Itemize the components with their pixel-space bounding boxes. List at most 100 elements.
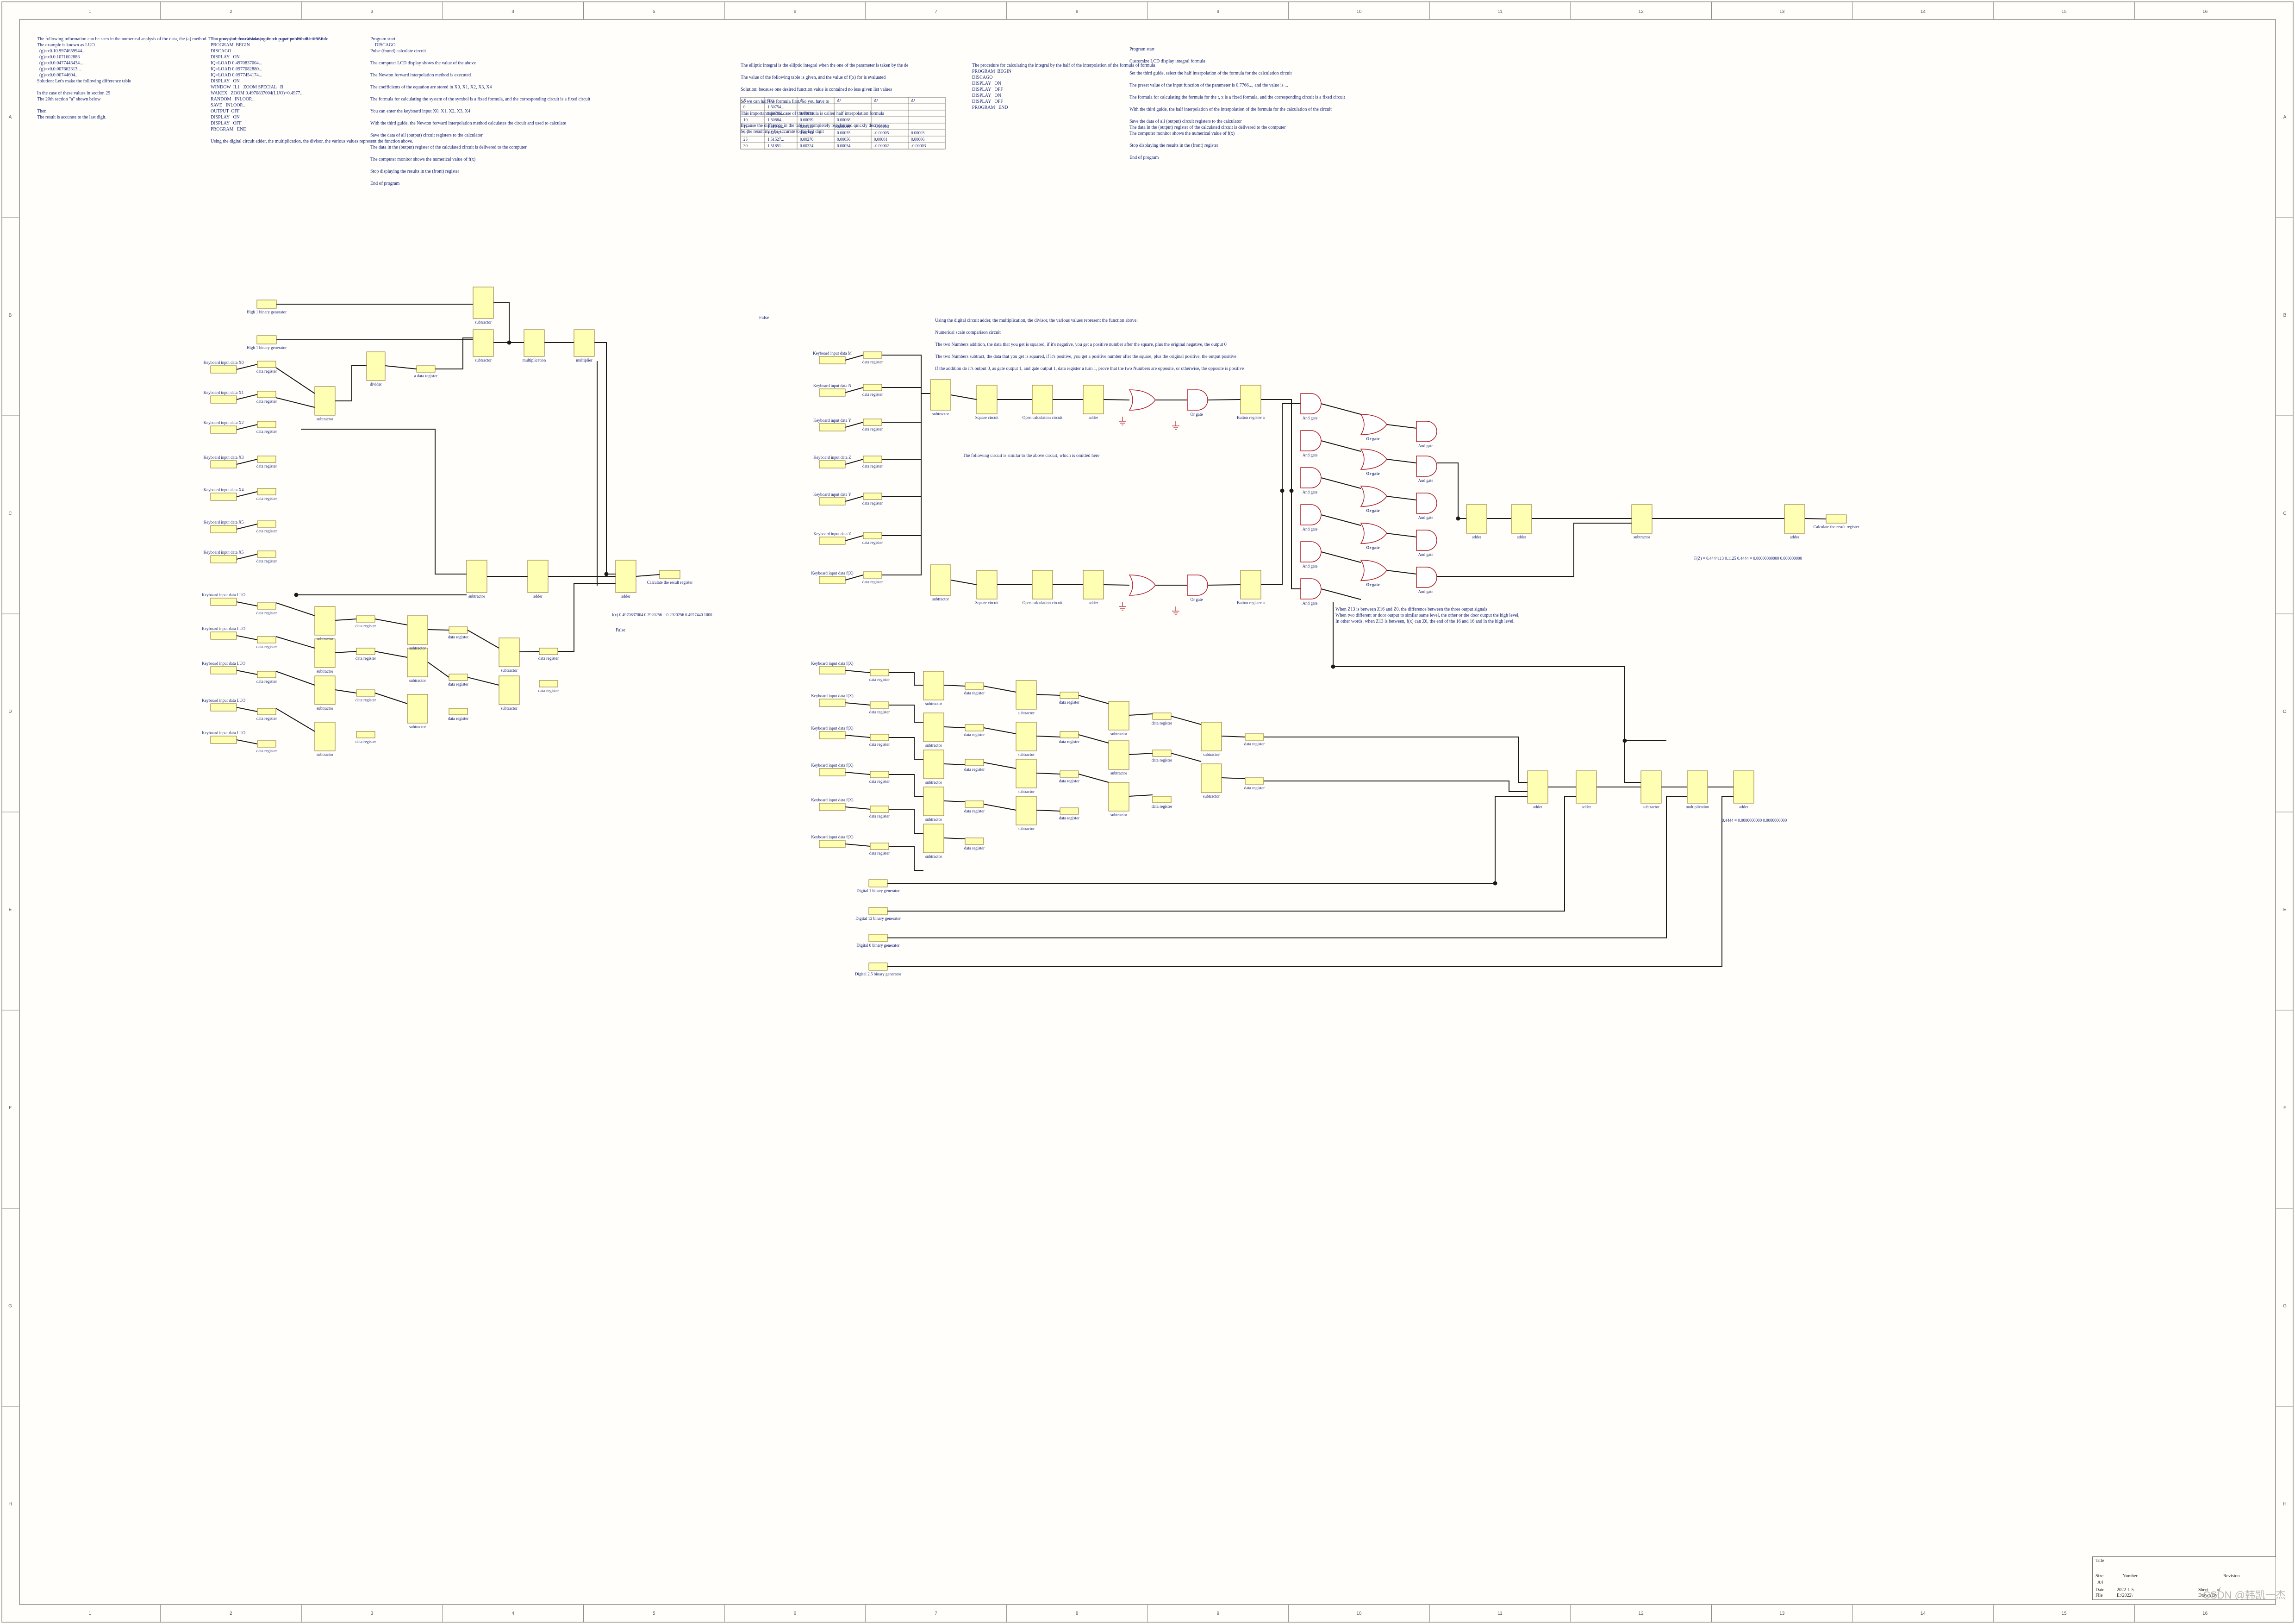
- block-label: subtractor: [1018, 789, 1035, 794]
- circuit-block: [1060, 807, 1079, 815]
- circuit-block: [870, 701, 889, 709]
- wire: [950, 580, 977, 585]
- circuit-block: [210, 736, 237, 744]
- block-label: data register: [862, 540, 883, 545]
- and-gate: [1300, 541, 1322, 562]
- circuit-block: [356, 689, 375, 697]
- column-label-top: 10: [1356, 9, 1362, 14]
- block-label: Keyboard input data LUO: [202, 626, 246, 631]
- block-label: data register: [869, 851, 890, 856]
- wire: [236, 524, 258, 530]
- row-label-right: E: [2283, 907, 2287, 912]
- gate-label: Or gate: [1366, 471, 1379, 476]
- block-label: multiplier: [576, 358, 592, 362]
- wire: [236, 424, 258, 430]
- block-label: data register: [256, 496, 277, 501]
- table-cell: -0.00008: [874, 124, 889, 129]
- circuit-block: [819, 699, 846, 707]
- circuit-block: [210, 365, 237, 374]
- revision-label: Revision: [2223, 1574, 2240, 1579]
- wire: [1386, 496, 1417, 500]
- circuit-block: [863, 351, 882, 359]
- circuit-block: [1108, 740, 1129, 770]
- column-label-bottom: 12: [1639, 1611, 1644, 1616]
- size-label: Size: [2095, 1574, 2104, 1579]
- column-label-top: 2: [230, 9, 232, 14]
- wire: [1261, 403, 1301, 585]
- wire: [887, 796, 1576, 912]
- circuit-block: [210, 666, 237, 675]
- circuit-block: [923, 824, 944, 853]
- drawn-label: Drawn By: [2198, 1593, 2218, 1598]
- circuit-block: [314, 722, 336, 751]
- and-gate: [1187, 389, 1208, 411]
- row-label-left: H: [8, 1502, 12, 1507]
- gate-label: And gate: [1418, 443, 1434, 448]
- number-label: Number: [2122, 1574, 2138, 1579]
- block-label: data register: [256, 611, 277, 615]
- circuit-block: [1784, 504, 1805, 534]
- block-label: subtractor: [925, 780, 942, 785]
- column-label-top: 6: [794, 9, 797, 14]
- block-label: data register: [964, 691, 985, 695]
- block-label: adder: [1790, 535, 1799, 539]
- wire: [889, 737, 923, 760]
- block-label: data register: [256, 749, 277, 753]
- table-cell: 1.50785...: [767, 111, 784, 116]
- wire: [1036, 810, 1060, 812]
- table-cell: 0.00001: [874, 137, 887, 142]
- circuit-block: [449, 708, 468, 715]
- block-label: data register: [256, 464, 277, 468]
- wire: [889, 672, 923, 686]
- and-gate: [1300, 393, 1322, 414]
- block-label: subtractor: [501, 668, 518, 673]
- row-label-left: G: [8, 1304, 12, 1309]
- block-label: Calculate the result register: [647, 580, 693, 585]
- block-label: data register: [256, 429, 277, 434]
- gate-label: And gate: [1303, 416, 1318, 420]
- wire: [1036, 694, 1060, 696]
- wire: [950, 394, 977, 400]
- column-label-bottom: 8: [1076, 1611, 1079, 1616]
- column-label-top: 8: [1076, 9, 1079, 14]
- circuit-block: [965, 682, 984, 690]
- table-cell: 1.50884...: [767, 118, 784, 122]
- wire: [236, 459, 258, 465]
- circuit-block: [1245, 733, 1264, 741]
- block-label: Keyboard input data LUO: [202, 593, 246, 597]
- gate-label: Or gate: [1366, 508, 1379, 513]
- wire: [335, 689, 357, 693]
- block-label: data register: [862, 580, 883, 584]
- column-label-top: 14: [1921, 9, 1926, 14]
- circuit-block: [870, 806, 889, 813]
- wire: [983, 762, 1017, 769]
- block-label: data register: [862, 464, 883, 468]
- block-label: data register: [448, 635, 468, 639]
- false-label-1: False: [616, 628, 626, 633]
- row-label-left: F: [9, 1106, 12, 1111]
- block-label: data register: [1059, 739, 1079, 744]
- circuit-block: [473, 329, 494, 357]
- block-label: subtractor: [409, 678, 426, 683]
- wire: [558, 583, 616, 652]
- circuit-block: [1640, 770, 1662, 804]
- block-label: data register: [1059, 816, 1079, 820]
- wire: [845, 843, 871, 847]
- and-gate: [1416, 530, 1437, 551]
- circuit-block: [923, 712, 944, 742]
- table-header-cell: X: [743, 98, 747, 103]
- block-label: data register: [256, 559, 277, 563]
- wire: [1321, 403, 1361, 415]
- circuit-block: [965, 800, 984, 808]
- block-label: data register: [355, 739, 376, 744]
- block-label: adder: [1739, 805, 1748, 809]
- circuit-block: [870, 771, 889, 778]
- table-header-cell: Δ⁴: [911, 98, 915, 103]
- block-label: adder: [1089, 415, 1098, 420]
- circuit-block: [1240, 385, 1261, 414]
- wire: [1437, 523, 1632, 577]
- wire: [1321, 588, 1361, 600]
- block-label: divider: [370, 382, 382, 387]
- block-label: multiplication: [1686, 805, 1709, 809]
